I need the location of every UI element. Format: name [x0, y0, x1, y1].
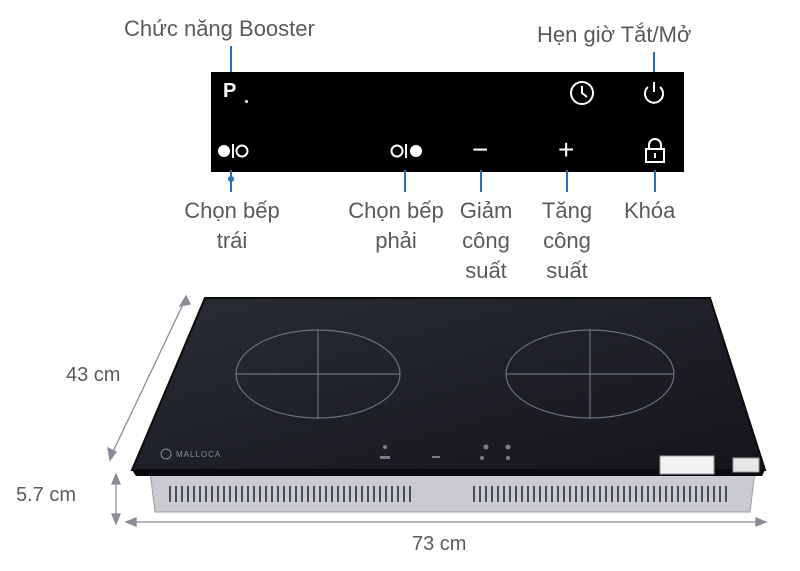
corner-sticker	[732, 457, 760, 473]
brand-logo	[160, 448, 172, 460]
minus-icon[interactable]: −	[472, 134, 489, 165]
panel-marks	[380, 444, 511, 460]
height-label: 5.7 cm	[16, 484, 77, 506]
timer-label: Hẹn giờ Tắt/Mở	[537, 22, 692, 47]
decrease-leader	[480, 170, 482, 192]
glass-edge	[132, 470, 765, 476]
clock-icon[interactable]	[569, 80, 595, 111]
power-leader	[653, 52, 655, 76]
brand-text: MALLOCA	[176, 450, 221, 459]
booster-leader	[230, 46, 232, 76]
lock-icon[interactable]	[644, 138, 666, 169]
lock-leader	[654, 170, 656, 192]
energy-sticker	[659, 455, 715, 475]
lock-label: Khóa	[624, 198, 676, 223]
power-icon[interactable]	[641, 80, 667, 111]
width-label: 73 cm	[412, 533, 467, 555]
left-cooking-zone	[235, 329, 401, 419]
booster-icon[interactable]: P	[223, 80, 237, 102]
cooktop-body	[149, 471, 756, 513]
width-dimension	[124, 517, 768, 527]
left-zone-icon[interactable]	[216, 142, 252, 165]
vent-left	[169, 486, 411, 502]
right-zone-label: Chọn bếp phải	[348, 198, 444, 253]
right-cooking-zone	[505, 329, 675, 419]
glass-top	[130, 297, 767, 471]
increase-leader	[566, 170, 568, 192]
depth-label: 43 cm	[66, 364, 121, 386]
left-zone-label: Chọn bếp trái	[184, 198, 280, 253]
right-zone-icon[interactable]	[389, 142, 425, 165]
right-zone-leader	[404, 170, 406, 192]
control-panel: P − +	[211, 72, 684, 172]
plus-icon[interactable]: +	[558, 134, 575, 165]
booster-label: Chức năng Booster	[124, 16, 315, 41]
increase-label: Tăng công suất	[541, 198, 593, 283]
decrease-label: Giảm công suất	[459, 198, 513, 283]
left-zone-leader	[230, 170, 232, 192]
depth-dimension	[107, 294, 191, 462]
dot-icon	[245, 100, 248, 103]
height-dimension	[111, 472, 121, 526]
vent-right	[473, 486, 727, 502]
